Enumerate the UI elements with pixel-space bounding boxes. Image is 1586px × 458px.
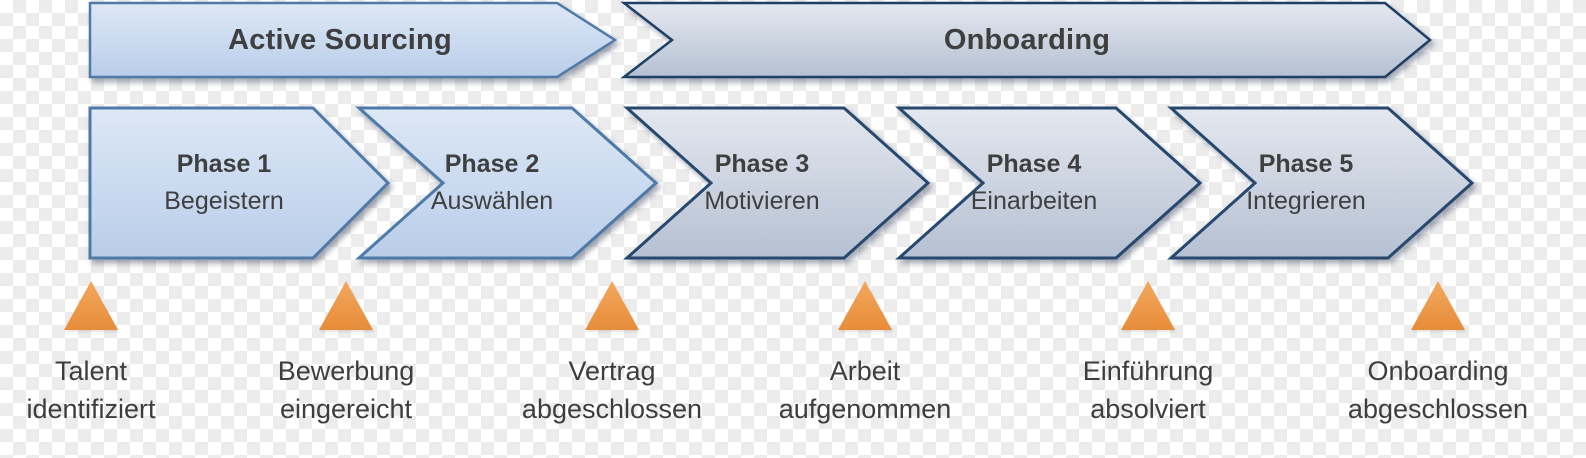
milestone-triangle-icon — [585, 281, 639, 330]
milestone-triangle-icon — [319, 281, 373, 330]
milestone-triangle-icon — [1121, 281, 1175, 330]
milestone-triangle-icon — [838, 281, 892, 330]
phase-4-chevron — [895, 106, 1203, 260]
header-arrow-active-sourcing — [88, 1, 618, 79]
milestone-triangle-icon — [1411, 281, 1465, 330]
header-arrow-onboarding — [620, 1, 1432, 79]
phase-3-chevron — [623, 106, 931, 260]
phase-1-chevron — [88, 106, 391, 260]
phase-2-chevron — [355, 106, 659, 260]
milestone-triangle-icon — [64, 281, 118, 330]
phase-5-chevron — [1167, 106, 1475, 260]
